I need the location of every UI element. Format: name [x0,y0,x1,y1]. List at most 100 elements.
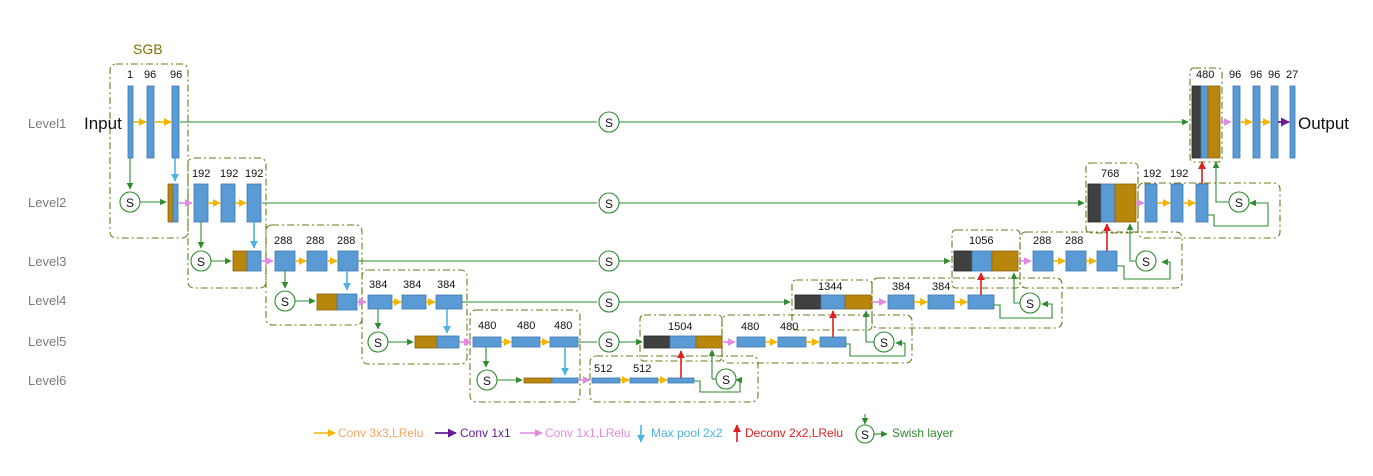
l2-sgb-gold [167,183,174,223]
level1-label: Level1 [28,116,66,131]
sgb-box-1 [109,63,189,239]
l3-sgb-gold [232,250,248,272]
l3-dec-block-2 [1065,250,1087,272]
l2-dec-swish-symbol: S [1235,196,1243,210]
level4-label: Level4 [28,293,66,308]
l5-dec-concat-ch: 1504 [668,321,692,333]
l4-swish-up [1010,272,1020,304]
l5-sgb-blue [436,335,460,349]
l2-dec-ch-2: 192 [1170,168,1188,180]
l3-dec-concat-ch: 1056 [969,235,993,247]
dec-box-l1 [1189,67,1223,163]
l6-block-2 [629,377,659,384]
l2-dec-concat-ch: 768 [1101,168,1119,180]
l4-ch-3: 384 [437,279,455,291]
l5-ch-1: 480 [478,320,496,332]
l5-dec-ch-1: 480 [741,321,759,333]
l2-ch-1: 192 [192,168,210,180]
l4-feedback-line [994,300,1053,319]
l6-block-1 [591,377,621,384]
l3-ch-1: 288 [274,235,292,247]
l3-dec-ch-1: 288 [1033,235,1051,247]
l2-swish-symbol: S [605,197,613,211]
l2-feedback-line [1208,199,1269,227]
l1-conv-block-1 [146,85,155,159]
l3-dec-dark [953,250,973,272]
l4-sgb-gold [316,293,338,311]
legend: Conv 3x3,LRelu Conv 1x1 Conv 1x1,LRelu M… [314,414,953,444]
legend-conv1x1-label: Conv 1x1 [460,426,511,440]
l1-ch-1: 1 [127,69,133,81]
l4-dec-gold [844,294,872,310]
l3-block-2 [306,250,328,272]
l3-feedback-line [1117,258,1171,280]
sgb2-swish-symbol: S [197,255,205,269]
l6-sgb-blue [551,377,579,384]
l5-dec-block-1 [736,336,766,348]
l4-dec-block-3 [967,294,995,310]
l6-feedback-line [694,376,742,393]
l6-sgb-gold [523,377,553,384]
l2-dec-blue [1100,183,1116,223]
l5-swish-symbol: S [605,336,613,350]
legend-conv1x1-lrelu-label: Conv 1x1,LRelu [545,426,630,440]
l2-dec-dark [1087,183,1102,223]
sgb-box-2 [187,157,267,289]
l5-dec-block-3 [819,336,847,348]
l4-dec-block-1 [887,294,915,310]
l3-dec-block-3 [1096,250,1118,272]
l3-ch-2: 288 [306,235,324,247]
l2-dec-gold [1114,183,1137,223]
sgb4-swish-symbol: S [374,336,382,350]
l1-out-block-3 [1270,85,1279,159]
l2-dec-block-3 [1195,183,1209,223]
l2-block-1 [193,183,209,223]
l6-ch-2: 512 [633,363,651,375]
legend-maxpool-label: Max pool 2x2 [651,426,723,440]
legend-deconv-label: Deconv 2x2,LRelu [745,426,843,440]
l5-dec-ch-2: 480 [780,321,798,333]
l4-dec-swish-symbol: S [1026,297,1034,311]
l3-ch-3: 288 [337,235,355,247]
sgb-label: SGB [133,41,163,57]
l2-sgb-blue [172,183,179,223]
l1-dec-gold [1207,85,1221,159]
l1-out-block-1 [1232,85,1241,159]
sgb-box-5 [469,309,581,403]
dec-box-l4 [871,277,1063,329]
l5-dec-swish-symbol: S [880,336,888,350]
l3-block-3 [337,250,359,272]
l2-dec-ch-1: 192 [1143,168,1161,180]
l6-block-3 [667,377,695,384]
l6-ch-1: 512 [594,363,612,375]
l5-dec-block-2 [777,336,807,348]
l3-dec-ch-2: 288 [1065,235,1083,247]
l1-dec-blue [1200,85,1209,159]
l4-dec-ch-1: 384 [892,281,910,293]
l5-ch-3: 480 [554,320,572,332]
l3-dec-block-1 [1032,250,1054,272]
legend-conv3x3-label: Conv 3x3,LRelu [338,426,423,440]
l1-out-block-4 [1289,85,1296,159]
sgb-box-4 [361,269,468,365]
l2-block-3 [246,183,262,223]
legend-swish-label: Swish layer [892,426,953,440]
l2-ch-3: 192 [245,168,263,180]
l1-out-ch-4: 27 [1286,69,1298,81]
l1-conv-block-2 [171,85,180,159]
sgb3-swish-symbol: S [281,295,289,309]
l1-out-block-2 [1252,85,1261,159]
l2-block-2 [220,183,236,223]
l5-feedback-line [846,339,906,357]
l5-block-2 [511,336,541,348]
l1-input-block [127,85,134,159]
l4-dec-concat-ch: 1344 [818,281,842,293]
l5-block-3 [549,336,579,348]
l3-block-1 [274,250,296,272]
l3-sgb-blue [246,250,262,272]
l4-ch-2: 384 [403,279,421,291]
dec-box-l2 [1137,182,1281,239]
l5-sgb-gold [414,335,438,349]
l4-block-3 [435,294,463,310]
